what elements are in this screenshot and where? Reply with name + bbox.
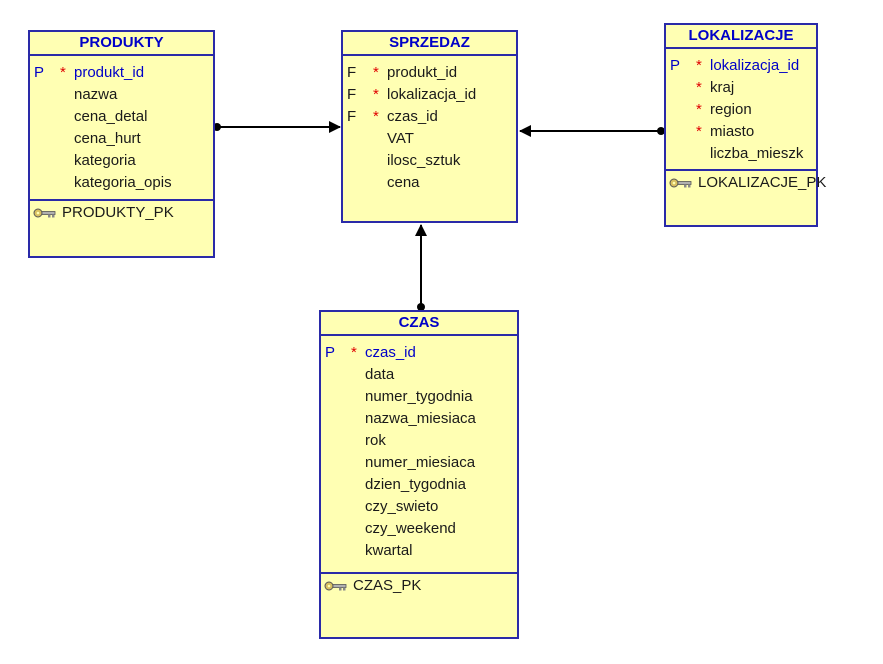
column-name: data: [365, 366, 395, 383]
column-name: kategoria_opis: [74, 174, 172, 191]
column-name: czas_id: [387, 108, 438, 125]
column-row[interactable]: czy_weekend: [321, 518, 517, 540]
key-icon: [669, 178, 692, 188]
column-name: numer_tygodnia: [365, 388, 473, 405]
required-marker: *: [696, 79, 702, 96]
column-row[interactable]: cena_detal: [30, 106, 213, 128]
relationship-lokalizacje-sprzedaz[interactable]: [519, 125, 665, 137]
column-row[interactable]: czy_swieto: [321, 496, 517, 518]
column-name: cena: [387, 174, 420, 191]
column-row[interactable]: F * produkt_id: [343, 62, 516, 84]
key-flag: P: [670, 57, 681, 74]
key-flag: F: [347, 108, 357, 125]
column-row[interactable]: liczba_mieszk: [666, 143, 816, 165]
column-name: ilosc_sztuk: [387, 152, 461, 169]
relationship-czas-sprzedaz[interactable]: [415, 224, 427, 311]
column-name: nazwa_miesiaca: [365, 410, 476, 427]
primary-key-constraint[interactable]: LOKALIZACJE_PK: [666, 171, 826, 195]
key-icon: [33, 208, 56, 218]
key-section: CZAS_PK: [321, 572, 517, 598]
key-flag: F: [347, 86, 357, 103]
column-name: rok: [365, 432, 386, 449]
entity-title: PRODUKTY: [30, 32, 213, 56]
entity-title: CZAS: [321, 312, 517, 336]
key-flag: P: [325, 344, 336, 361]
column-name: czy_weekend: [365, 520, 456, 537]
column-row[interactable]: P * lokalizacja_id: [666, 55, 816, 77]
column-name: region: [710, 101, 752, 118]
required-marker: *: [351, 344, 357, 361]
entity-lokalizacje[interactable]: LOKALIZACJE P * lokalizacja_id * kraj * region…: [664, 23, 826, 227]
key-name: PRODUKTY_PK: [62, 204, 174, 221]
key-name: CZAS_PK: [353, 577, 422, 594]
column-name: czy_swieto: [365, 498, 439, 515]
column-name: produkt_id: [387, 64, 458, 81]
key-section: PRODUKTY_PK: [30, 199, 213, 225]
required-marker: *: [696, 123, 702, 140]
required-marker: *: [60, 64, 66, 81]
column-name: lokalizacja_id: [710, 57, 800, 74]
key-section: LOKALIZACJE_PK: [666, 169, 826, 195]
column-row[interactable]: * region: [666, 99, 816, 121]
column-name: numer_miesiaca: [365, 454, 476, 471]
key-flag: P: [34, 64, 45, 81]
column-row[interactable]: data: [321, 364, 517, 386]
column-row[interactable]: kategoria_opis: [30, 172, 213, 194]
column-row[interactable]: numer_miesiaca: [321, 452, 517, 474]
required-marker: *: [696, 57, 702, 74]
required-marker: *: [696, 101, 702, 118]
column-name: kategoria: [74, 152, 136, 169]
column-name: czas_id: [365, 344, 416, 361]
column-row[interactable]: numer_tygodnia: [321, 386, 517, 408]
column-row[interactable]: ilosc_sztuk: [343, 150, 516, 172]
column-row[interactable]: nazwa_miesiaca: [321, 408, 517, 430]
column-row[interactable]: kategoria: [30, 150, 213, 172]
column-list: P * lokalizacja_id * kraj * region * miasto liczb…: [666, 49, 816, 169]
column-name: cena_hurt: [74, 130, 141, 147]
column-row[interactable]: cena_hurt: [30, 128, 213, 150]
column-name: cena_detal: [74, 108, 148, 125]
column-row[interactable]: F * czas_id: [343, 106, 516, 128]
entity-title: SPRZEDAZ: [343, 32, 516, 56]
column-row[interactable]: dzien_tygodnia: [321, 474, 517, 496]
column-row[interactable]: * kraj: [666, 77, 816, 99]
column-name: nazwa: [74, 86, 118, 103]
key-icon: [324, 581, 347, 591]
column-name: lokalizacja_id: [387, 86, 477, 103]
column-row[interactable]: F * lokalizacja_id: [343, 84, 516, 106]
relationship-produkty-sprzedaz[interactable]: [213, 121, 341, 133]
key-flag: F: [347, 64, 357, 81]
column-name: miasto: [710, 123, 755, 140]
column-row[interactable]: P * czas_id: [321, 342, 517, 364]
column-name: dzien_tygodnia: [365, 476, 466, 493]
column-row[interactable]: P * produkt_id: [30, 62, 213, 84]
column-name: VAT: [387, 130, 414, 147]
column-row[interactable]: cena: [343, 172, 516, 194]
required-marker: *: [373, 86, 379, 103]
column-name: liczba_mieszk: [710, 145, 804, 162]
column-row[interactable]: rok: [321, 430, 517, 452]
column-row[interactable]: kwartal: [321, 540, 517, 562]
required-marker: *: [373, 108, 379, 125]
column-row[interactable]: VAT: [343, 128, 516, 150]
primary-key-constraint[interactable]: PRODUKTY_PK: [30, 201, 213, 225]
column-row[interactable]: * miasto: [666, 121, 816, 143]
column-row[interactable]: nazwa: [30, 84, 213, 106]
entity-title: LOKALIZACJE: [666, 25, 816, 49]
primary-key-constraint[interactable]: CZAS_PK: [321, 574, 517, 598]
column-name: kwartal: [365, 542, 413, 559]
column-name: kraj: [710, 79, 735, 96]
key-name: LOKALIZACJE_PK: [698, 174, 827, 191]
required-marker: *: [373, 64, 379, 81]
column-name: produkt_id: [74, 64, 145, 81]
